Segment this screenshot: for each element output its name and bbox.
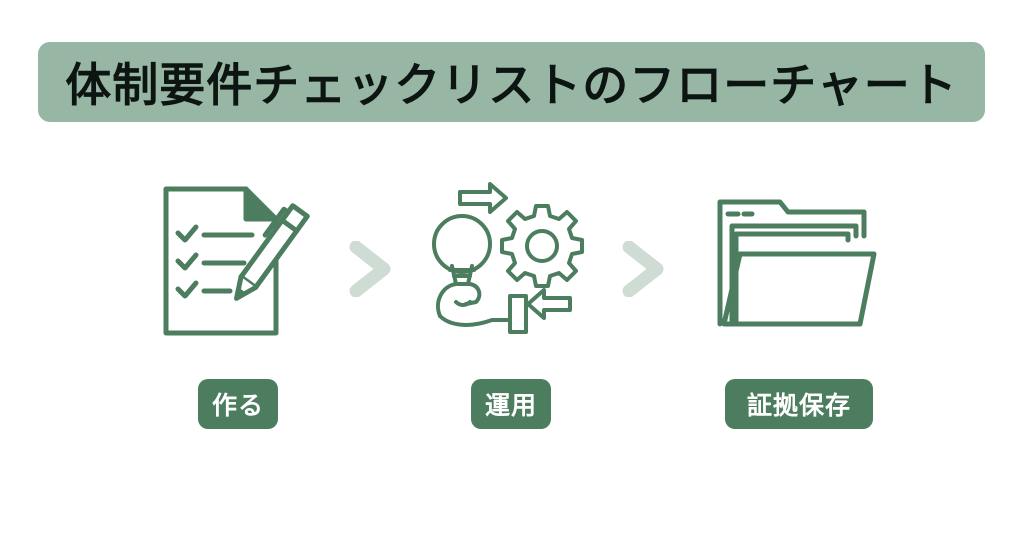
step-label-create: 作る	[198, 379, 278, 429]
chevron-right-icon	[621, 240, 667, 301]
chevron-right-icon	[348, 240, 394, 301]
checklist-pen-icon	[160, 183, 320, 343]
title-banner: 体制要件チェックリストのフローチャート	[38, 42, 985, 122]
lightbulb-gear-icon	[420, 178, 590, 348]
step-label-operate: 運用	[471, 379, 551, 429]
page-title: 体制要件チェックリストのフローチャート	[65, 58, 958, 112]
folder-icon	[714, 196, 882, 330]
step-label-evidence: 証拠保存	[725, 379, 873, 429]
